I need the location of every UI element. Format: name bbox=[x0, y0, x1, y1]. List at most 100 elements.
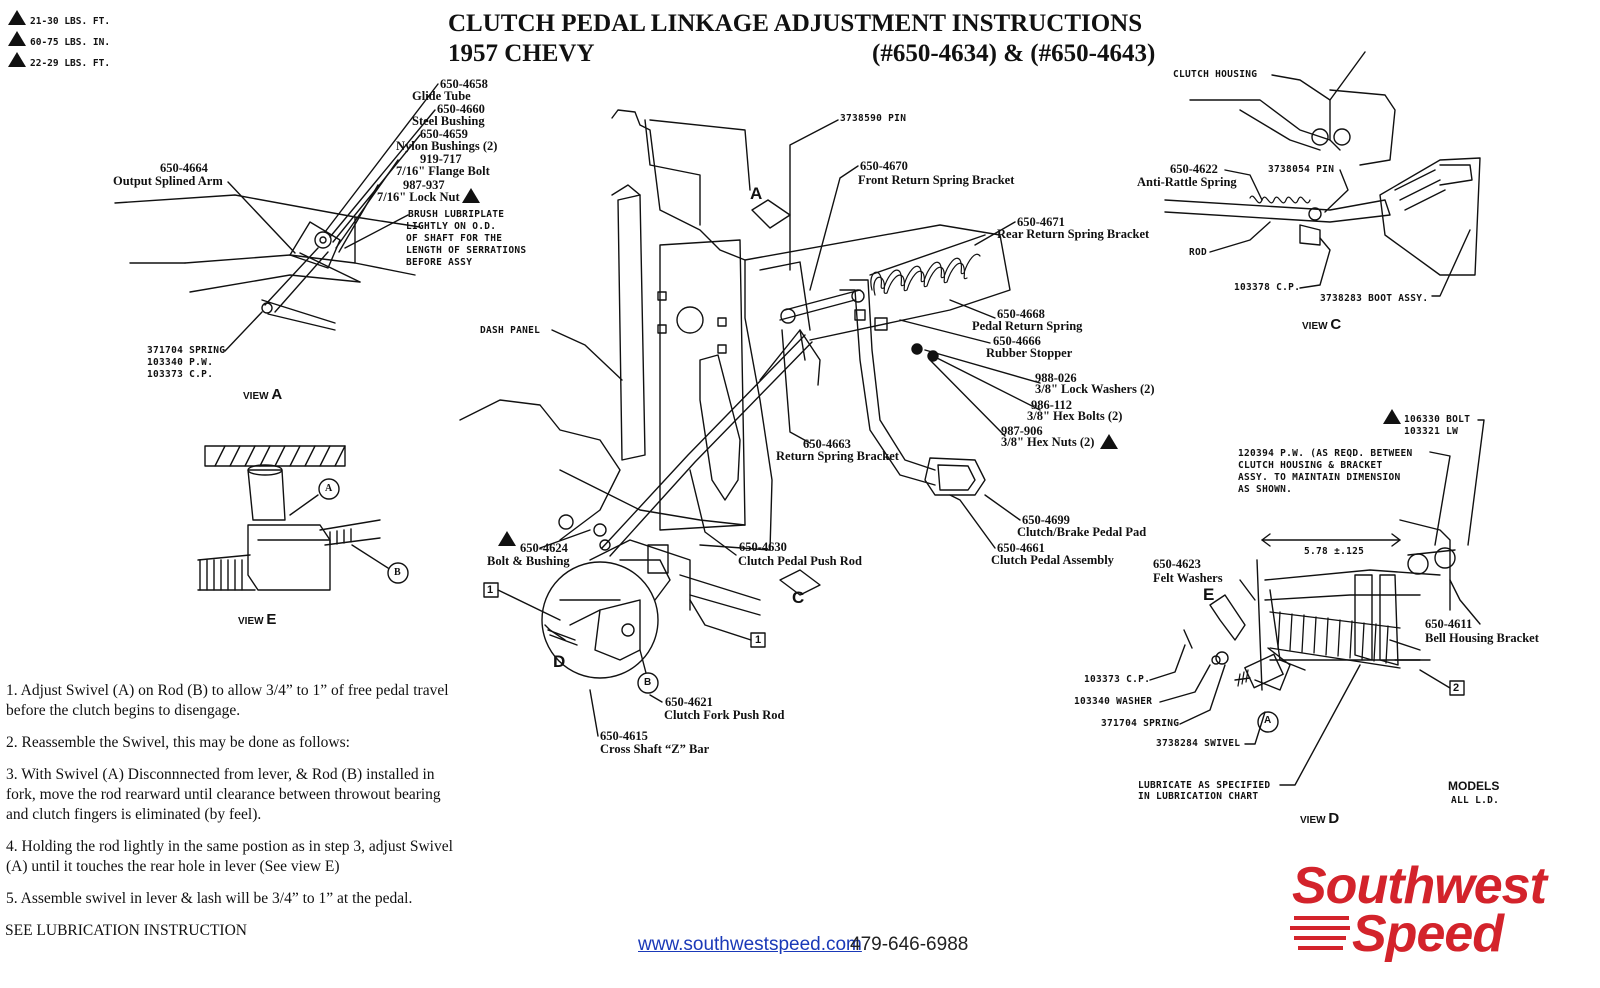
front-spring-label: Front Return Spring Bracket bbox=[858, 173, 1015, 187]
models-value: ALL L.D. bbox=[1451, 795, 1500, 806]
pedal-spring-number: 650-4668 bbox=[997, 307, 1045, 321]
lube-note-3: OF SHAFT FOR THE bbox=[406, 233, 503, 244]
view-d-bolt: 106330 BOLT bbox=[1404, 414, 1471, 425]
glide-tube-number: 650-4658 bbox=[440, 77, 488, 91]
view-c-boot: 3738283 BOOT ASSY. bbox=[1320, 293, 1429, 304]
view-d-washer: 103340 WASHER bbox=[1074, 696, 1153, 707]
z-bar-label: Cross Shaft “Z” Bar bbox=[600, 742, 710, 756]
center-drawing bbox=[459, 109, 1041, 737]
view-c-rod: ROD bbox=[1189, 247, 1208, 258]
instruction-step-4: 4. Holding the rod lightly in the same p… bbox=[6, 838, 453, 875]
rear-spring-label: Rear Return Spring Bracket bbox=[997, 227, 1150, 241]
pedal-pad-number: 650-4699 bbox=[1022, 513, 1070, 527]
hex-bolts-number: 986-112 bbox=[1031, 398, 1072, 412]
push-rod-label: Clutch Pedal Push Rod bbox=[738, 554, 862, 568]
instruction-step-3: 3. With Swivel (A) Disconnnected from le… bbox=[6, 766, 441, 823]
lube-note-5: BEFORE ASSY bbox=[406, 257, 473, 268]
view-d-box-2: 2 bbox=[1453, 682, 1460, 694]
view-d-pw-3: ASSY. TO MAINTAIN DIMENSION bbox=[1238, 472, 1401, 483]
pedal-spring-label: Pedal Return Spring bbox=[972, 319, 1083, 333]
lubrication-note: SEE LUBRICATION INSTRUCTION bbox=[5, 922, 247, 939]
models-label: MODELS bbox=[1448, 779, 1500, 793]
view-d-drawing bbox=[1149, 419, 1485, 786]
center-box-1b: 1 bbox=[755, 634, 762, 646]
view-e-circle-b: B bbox=[394, 567, 401, 578]
warning-triangles bbox=[462, 188, 1401, 546]
pedal-pad-label: Clutch/Brake Pedal Pad bbox=[1017, 525, 1147, 539]
center-letter-c: C bbox=[792, 588, 805, 607]
lube-note-2: LIGHTLY ON O.D. bbox=[406, 221, 497, 232]
bolt-bushing-number: 650-4624 bbox=[520, 541, 568, 555]
anti-rattle-number: 650-4622 bbox=[1170, 162, 1218, 176]
view-d-lube-1: LUBRICATE AS SPECIFIED bbox=[1138, 780, 1271, 791]
center-letter-a: A bbox=[750, 184, 763, 203]
view-c-cp: 103378 C.P. bbox=[1234, 282, 1301, 293]
view-a-pw: 103340 P.W. bbox=[147, 357, 214, 368]
pedal-assy-number: 650-4661 bbox=[997, 541, 1045, 555]
fork-rod-number: 650-4621 bbox=[665, 695, 713, 709]
hex-nuts-label: 3/8" Hex Nuts (2) bbox=[1001, 435, 1095, 449]
view-a-caption: VIEW A bbox=[243, 386, 283, 403]
model-title: 1957 CHEVY bbox=[448, 40, 595, 67]
hex-nuts-number: 987-906 bbox=[1001, 424, 1043, 438]
bell-bracket-number: 650-4611 bbox=[1425, 617, 1473, 631]
anti-rattle-label: Anti-Rattle Spring bbox=[1137, 175, 1237, 189]
logo-line-2: Speed bbox=[1352, 905, 1504, 963]
instruction-step-2: 2. Reassemble the Swivel, this may be do… bbox=[6, 734, 350, 751]
view-d-pw-4: AS SHOWN. bbox=[1238, 484, 1293, 495]
stopper-number: 650-4666 bbox=[993, 334, 1041, 348]
logo-line-1: Southwest bbox=[1292, 857, 1547, 915]
pin-label: 3738590 PIN bbox=[840, 113, 907, 124]
nylon-bushings-label: Nylon Bushings (2) bbox=[396, 139, 498, 153]
center-circle-b: B bbox=[644, 677, 652, 688]
logo-speed-lines bbox=[1290, 916, 1350, 950]
torque-2: 60-75 LBS. IN. bbox=[30, 37, 111, 48]
view-c-drawing bbox=[1164, 51, 1481, 297]
z-bar-number: 650-4615 bbox=[600, 729, 648, 743]
torque-1: 21-30 LBS. FT. bbox=[30, 16, 111, 27]
instruction-step-1: 1. Adjust Swivel (A) on Rod (B) to allow… bbox=[6, 682, 449, 719]
website-link[interactable]: www.southwestspeed.com bbox=[638, 934, 862, 955]
bolt-bushing-label: Bolt & Bushing bbox=[487, 554, 570, 568]
rear-spring-number: 650-4671 bbox=[1017, 215, 1065, 229]
center-letter-d: D bbox=[553, 652, 566, 671]
output-arm-number: 650-4664 bbox=[160, 161, 208, 175]
return-bracket-number: 650-4663 bbox=[803, 437, 851, 451]
lock-washers-label: 3/8" Lock Washers (2) bbox=[1035, 382, 1155, 396]
lube-note-4: LENGTH OF SERRATIONS bbox=[406, 245, 527, 256]
instructions: 1. Adjust Swivel (A) on Rod (B) to allow… bbox=[6, 681, 456, 921]
felt-washers-number: 650-4623 bbox=[1153, 557, 1201, 571]
center-box-1: 1 bbox=[487, 584, 494, 596]
flange-bolt-number: 919-717 bbox=[420, 152, 462, 166]
view-d-dimension: 5.78 ±.125 bbox=[1304, 546, 1365, 557]
part-numbers: (#650-4634) & (#650-4643) bbox=[872, 40, 1156, 67]
lock-nut-label: 7/16" Lock Nut bbox=[377, 190, 460, 204]
return-bracket-label: Return Spring Bracket bbox=[776, 449, 899, 463]
steel-bushing-label: Steel Bushing bbox=[412, 114, 485, 128]
bell-bracket-label: Bell Housing Bracket bbox=[1425, 631, 1539, 645]
flange-bolt-label: 7/16" Flange Bolt bbox=[396, 164, 490, 178]
view-e-drawing bbox=[197, 445, 409, 591]
instruction-step-5: 5. Assemble swivel in lever & lash will … bbox=[6, 890, 413, 907]
fork-rod-label: Clutch Fork Push Rod bbox=[664, 708, 785, 722]
dash-panel-label: DASH PANEL bbox=[480, 325, 541, 336]
lube-note-1: BRUSH LUBRIPLATE bbox=[408, 209, 505, 220]
torque-3: 22-29 LBS. FT. bbox=[30, 58, 111, 69]
output-arm-label: Output Splined Arm bbox=[113, 174, 223, 188]
nylon-bushings-number: 650-4659 bbox=[420, 127, 468, 141]
view-a-drawing bbox=[114, 83, 439, 352]
view-d-caption: VIEW D bbox=[1300, 810, 1340, 827]
view-d-lube-2: IN LUBRICATION CHART bbox=[1138, 791, 1259, 802]
view-c-pin: 3738054 PIN bbox=[1268, 164, 1335, 175]
view-e-circle-a: A bbox=[325, 483, 333, 494]
view-a-cp: 103373 C.P. bbox=[147, 369, 214, 380]
view-d-letter-e: E bbox=[1203, 585, 1215, 604]
clutch-housing-label: CLUTCH HOUSING bbox=[1173, 69, 1258, 80]
lock-washers-number: 988-026 bbox=[1035, 371, 1077, 385]
lock-nut-number: 987-937 bbox=[403, 178, 445, 192]
stopper-label: Rubber Stopper bbox=[986, 346, 1073, 360]
view-d-pw-1: 120394 P.W. (AS REQD. BETWEEN bbox=[1238, 448, 1413, 459]
view-e-caption: VIEW E bbox=[238, 611, 277, 628]
view-c-caption: VIEW C bbox=[1302, 316, 1342, 333]
